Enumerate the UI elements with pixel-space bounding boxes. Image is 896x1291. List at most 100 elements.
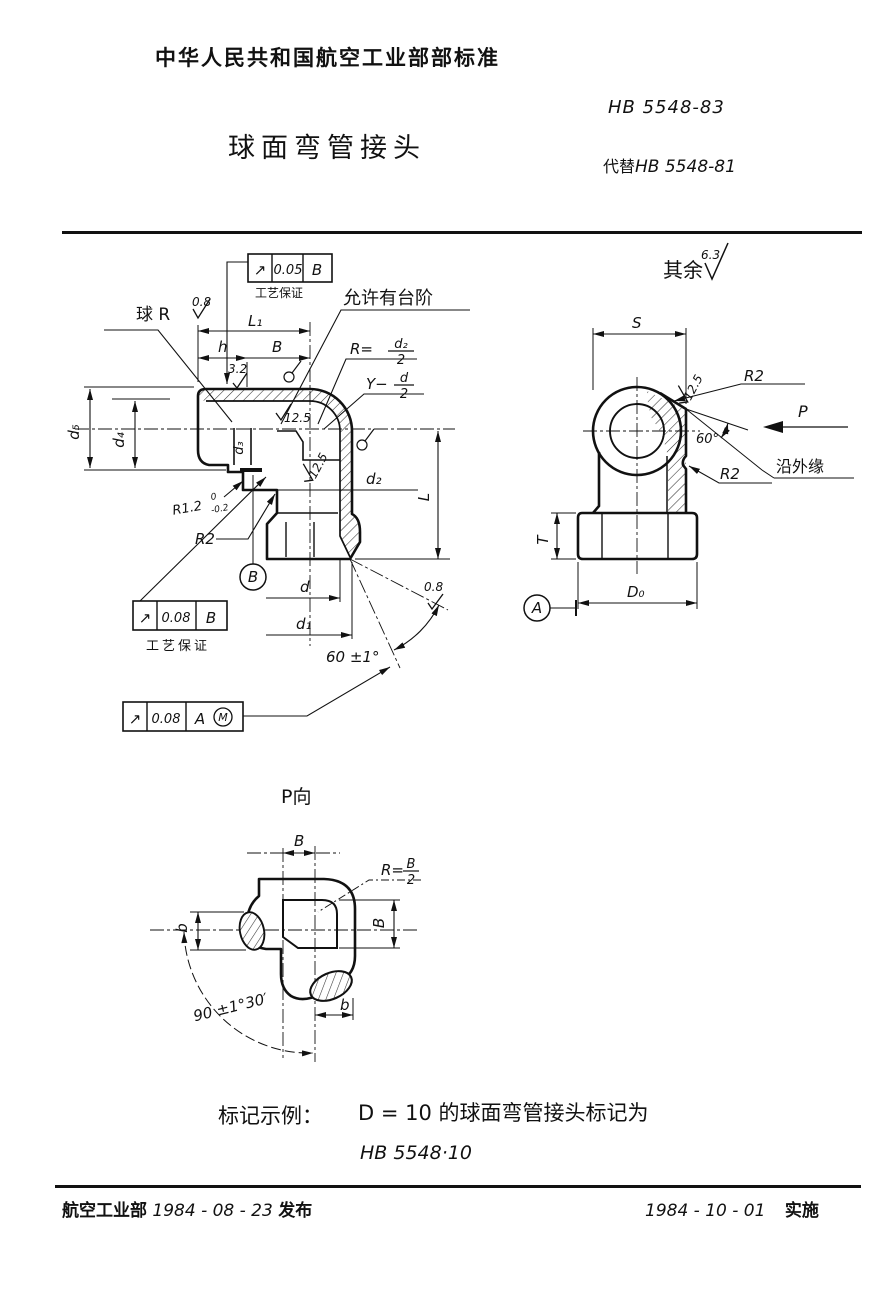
leader-line — [104, 329, 233, 423]
dim-b: b — [173, 923, 191, 933]
frame-box — [247, 253, 333, 283]
hex-outline — [576, 511, 699, 561]
finish-check-icon — [704, 242, 729, 281]
centerlines — [75, 322, 455, 646]
finish-value: 12.5 — [306, 451, 331, 481]
ball-label: 球 R — [136, 305, 170, 325]
dim-S: S — [632, 314, 642, 332]
finish-value: 0.8 — [424, 580, 443, 594]
header-divider — [62, 231, 862, 234]
L-dimension: L — [355, 431, 450, 560]
y-offset-formula: Y− d 2 — [323, 371, 424, 430]
fillet-r2-label: R2 — [195, 493, 276, 548]
footer-divider — [55, 1185, 861, 1188]
B-top-dimension: B — [283, 832, 315, 856]
tolerance-value: 0.08 — [152, 712, 181, 727]
hatch-bend-wall — [310, 389, 352, 431]
fillet-r1-2-label: R1.2 0 -0.2 — [171, 480, 244, 519]
datum-ref: A — [194, 710, 205, 728]
lower-tolerance: -0.2 — [210, 503, 229, 516]
runout-icon: ↗ — [254, 261, 267, 279]
radius-value: R2 — [195, 530, 215, 548]
radius-value: R1.2 — [171, 499, 203, 519]
runout-icon: ↗ — [129, 710, 142, 728]
stem-outline — [592, 452, 601, 514]
finish-check-icon — [192, 298, 211, 320]
tolerance-value: 0.08 — [162, 611, 191, 626]
datum-letter: B — [248, 568, 258, 586]
finish-check-icon — [232, 372, 248, 390]
extension-lines — [551, 512, 576, 560]
sphere-bore-lines — [233, 428, 252, 465]
ball-end-ellipse — [238, 911, 266, 951]
footer-left: 航空工业部 1984 - 08 - 23 发布 — [62, 1196, 312, 1221]
general-roughness-note: 其余 6.3 — [663, 242, 729, 282]
tolerance-value: 0.05 — [274, 263, 303, 278]
finish-3-2: 3.2 — [228, 362, 248, 390]
dim-B: B — [294, 832, 304, 850]
finish-12-5: 12.5 — [275, 403, 311, 425]
finish-check-icon — [275, 403, 292, 422]
cone-angle-dim: 60 ±1° 0.8 — [326, 558, 449, 669]
finish-check-icon — [427, 593, 444, 611]
angle-arc — [720, 422, 730, 439]
part-outline — [196, 387, 362, 561]
material-condition-M: M — [218, 711, 228, 724]
b-left-dimension: b — [173, 911, 246, 951]
runout-icon: ↗ — [139, 609, 152, 627]
symbol-circle — [356, 439, 368, 451]
ring-bore — [609, 403, 665, 459]
extension-lines — [84, 386, 226, 471]
bottom-port-dims: d d₁ — [266, 560, 353, 639]
angle-lines — [349, 558, 449, 669]
hatch-top-wall — [199, 389, 310, 401]
leader-line — [139, 476, 267, 602]
marking-example-text: D = 10 的球面弯管接头标记为 — [358, 1101, 649, 1125]
dim-d2: d₂ — [366, 470, 382, 488]
page-title: 中华人民共和国航空工业部部标准 — [155, 46, 500, 70]
note-text: 允许有台阶 — [343, 288, 433, 309]
corner-radius-formula: R= B 2 — [317, 857, 421, 913]
leader-line — [688, 465, 772, 484]
leader-line — [224, 261, 248, 384]
view-direction-P: P — [763, 402, 848, 433]
inner-contour — [282, 899, 338, 949]
dim-B: B — [370, 918, 388, 928]
bend-radius-formula: R= d₂ 2 — [317, 337, 417, 425]
section-hatching — [199, 389, 360, 559]
hatch-side — [647, 391, 686, 512]
counterbore-step — [277, 430, 340, 461]
leader-line — [673, 383, 805, 402]
effective-date: 1984 - 10 - 01 — [645, 1201, 766, 1221]
issue-action: 发布 — [278, 1201, 313, 1221]
angle-value: 60° — [696, 432, 719, 447]
edge-note: 沿外缘 — [776, 457, 824, 476]
leader-line — [317, 358, 417, 425]
numerator: d — [400, 371, 409, 386]
dim-T: T — [534, 534, 552, 545]
step-allowed-note: 允许有台阶 — [280, 288, 470, 425]
leader-line — [323, 393, 424, 430]
hatch-right-wall — [340, 431, 360, 559]
supersedes-number: HB 5548-81 — [635, 157, 736, 177]
denominator: 2 — [407, 873, 415, 888]
datum-target-A: A — [523, 594, 577, 622]
finish-value: 3.2 — [228, 362, 247, 376]
prefix: R= — [381, 861, 404, 879]
issuing-org: 航空工业部 — [62, 1201, 147, 1221]
view-arrow-icon — [763, 421, 783, 433]
D0-dimension: D₀ — [577, 562, 698, 609]
finish-0-8: 0.8 — [424, 580, 444, 611]
extension-lines — [339, 899, 400, 949]
dim-d1: d₁ — [296, 615, 312, 633]
r2-upper-label: R2 — [673, 367, 805, 402]
b-bottom-dimension: b — [315, 996, 354, 1020]
radius-value: R2 — [720, 465, 740, 483]
leader-line — [216, 493, 276, 540]
numerator: d₂ — [394, 337, 407, 352]
extension-lines — [592, 328, 687, 404]
r2-lower-label: R2 — [688, 465, 772, 484]
dim-d: d — [300, 578, 310, 596]
left-diameter-dims: d₅ d₄ d₃ — [65, 386, 247, 471]
document-title: 球面弯管接头 — [228, 133, 426, 164]
